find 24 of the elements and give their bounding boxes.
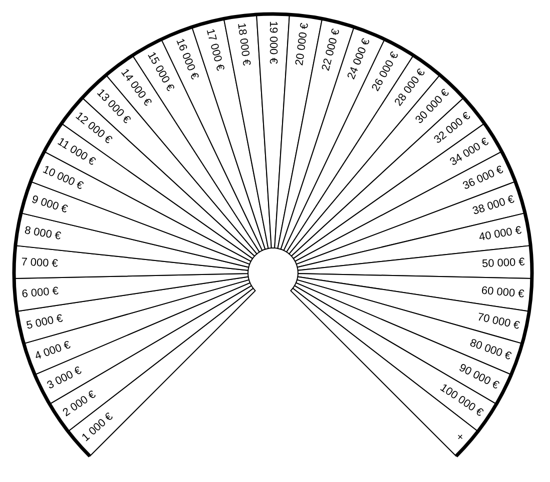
- sector-label: 7 000 €: [20, 256, 58, 270]
- fan-sector: [297, 273, 532, 312]
- sector-label: 8 000 €: [24, 224, 62, 243]
- sector-label: 60 000 €: [480, 284, 525, 300]
- sector-label: 5 000 €: [25, 312, 64, 332]
- sector-label: 40 000 €: [478, 224, 522, 244]
- sector-label: 18 000 €: [235, 22, 252, 66]
- sector-label: 38 000 €: [471, 193, 516, 218]
- sector-label: 17 000 €: [204, 28, 226, 72]
- sector-label: 4 000 €: [33, 339, 72, 363]
- sector-label: 20 000 €: [294, 22, 311, 66]
- fan-sector: [14, 212, 250, 271]
- fan-sector: [14, 273, 249, 312]
- fan-sector: [296, 212, 532, 271]
- sector-label: 19 000 €: [267, 21, 279, 64]
- sector-label: 50 000 €: [482, 256, 526, 270]
- sector-label: 22 000 €: [320, 28, 342, 72]
- fan-sector: [14, 245, 249, 279]
- sector-label: 70 000 €: [476, 311, 521, 332]
- fan-sector: [256, 14, 290, 249]
- sector-label: +: [453, 430, 466, 444]
- sector-label: 80 000 €: [468, 337, 513, 363]
- sector-label: 6 000 €: [21, 285, 59, 300]
- sector-label: 9 000 €: [30, 193, 69, 216]
